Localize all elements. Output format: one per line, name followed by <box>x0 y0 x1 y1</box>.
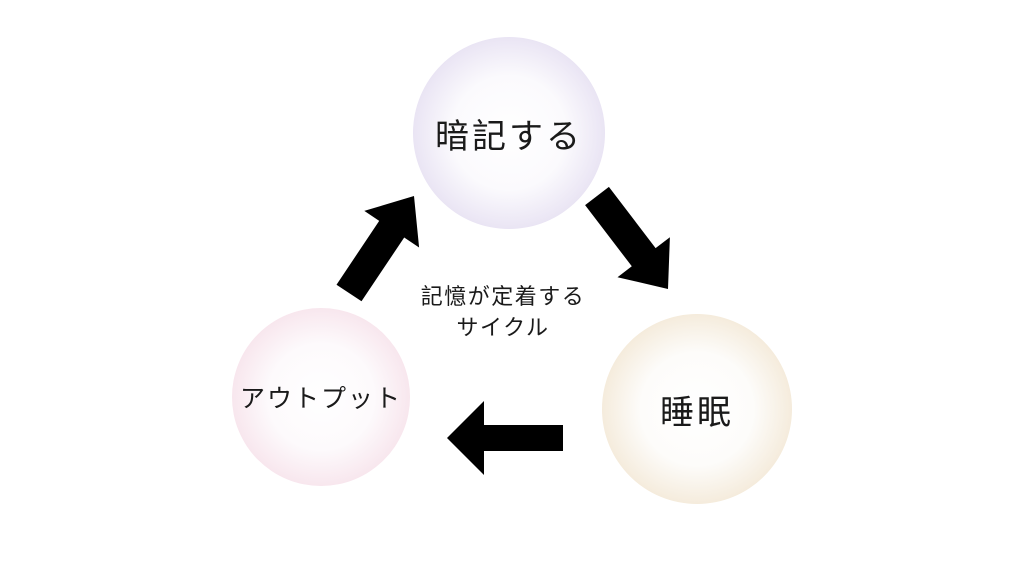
arrow-memorize-to-sleep-icon <box>585 186 670 289</box>
node-sleep-label: 睡眠 <box>660 393 734 432</box>
arrow-output-to-memorize-icon <box>336 196 420 302</box>
node-memorize-label: 暗記する <box>435 117 583 156</box>
cycle-caption: 記憶が定着する サイクル <box>343 281 663 343</box>
arrow-sleep-to-output-icon <box>447 401 563 475</box>
cycle-caption-line2: サイクル <box>456 315 550 340</box>
node-sleep: 睡眠 <box>602 314 792 504</box>
node-output: アウトプット <box>232 308 410 486</box>
node-memorize: 暗記する <box>413 37 605 229</box>
node-output-label: アウトプット <box>239 385 402 413</box>
cycle-caption-line1: 記憶が定着する <box>420 284 586 309</box>
